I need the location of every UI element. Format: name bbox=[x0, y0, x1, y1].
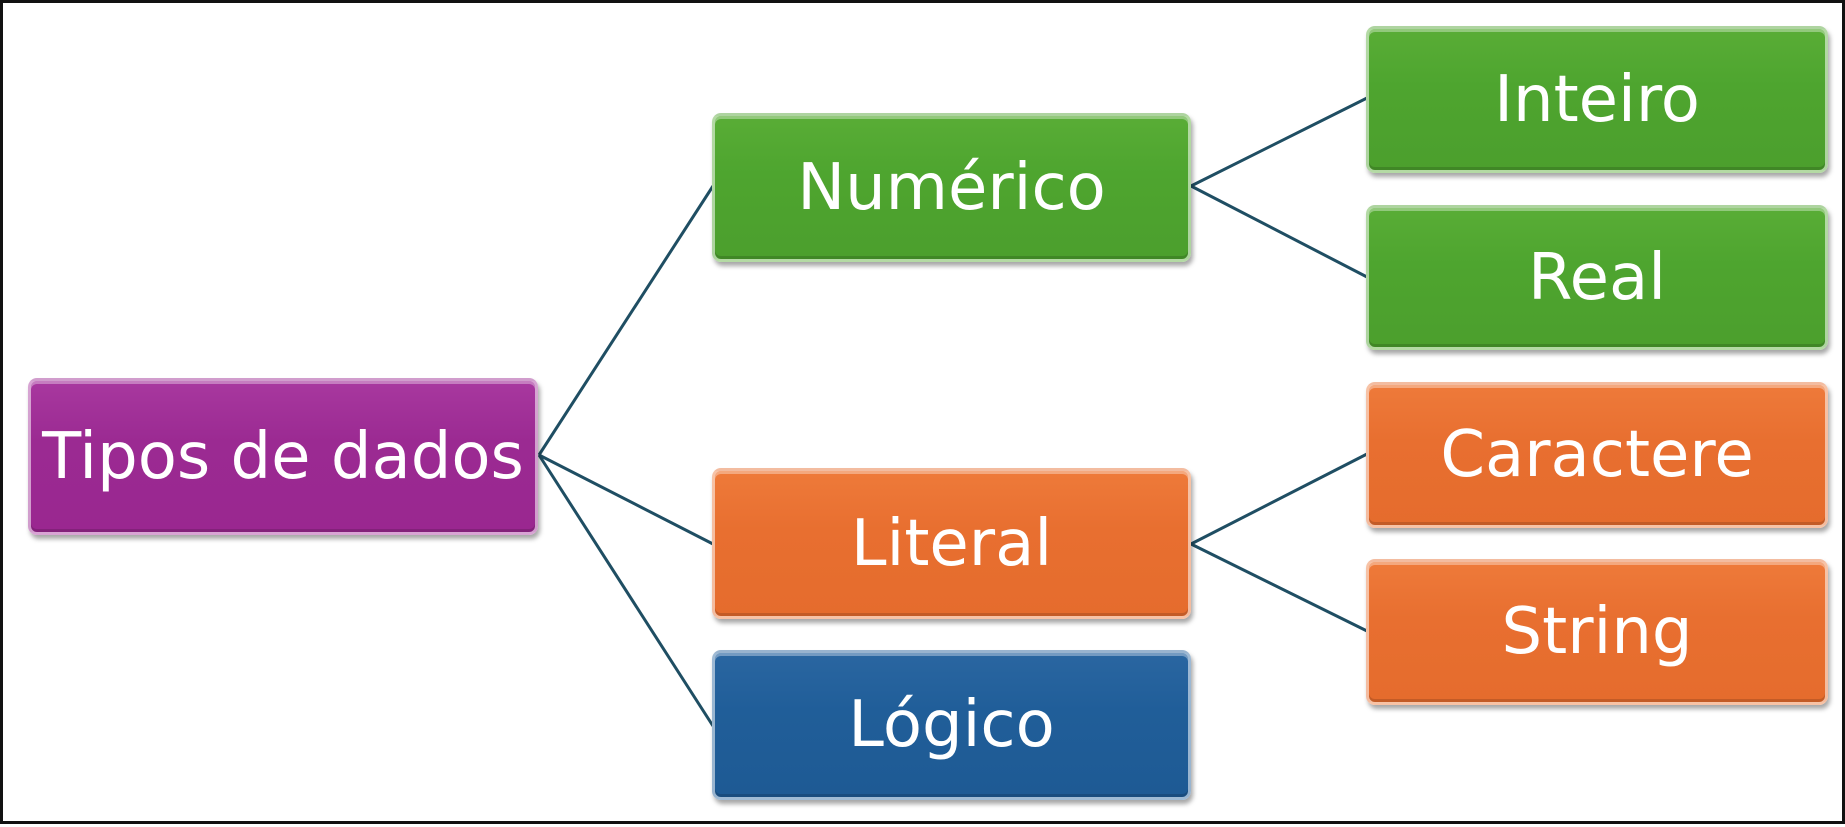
connector-numerico-inteiro bbox=[1190, 96, 1368, 188]
node-label: Literal bbox=[850, 506, 1053, 581]
connector-lines bbox=[537, 96, 1368, 727]
connector-literal-caractere bbox=[1190, 452, 1368, 546]
node-label: Numérico bbox=[797, 150, 1106, 225]
connector-root-numerico bbox=[537, 185, 715, 456]
node-label: Inteiro bbox=[1494, 62, 1700, 137]
node-label: Real bbox=[1528, 240, 1666, 315]
node-tipos-de-dados: Tipos de dados bbox=[28, 378, 538, 535]
node-caractere: Caractere bbox=[1366, 382, 1828, 528]
node-string: String bbox=[1366, 559, 1828, 705]
node-literal: Literal bbox=[712, 468, 1191, 619]
connector-root-logico bbox=[537, 454, 715, 727]
node-numerico: Numérico bbox=[712, 113, 1191, 262]
node-label: String bbox=[1501, 595, 1693, 669]
node-label: Tipos de dados bbox=[42, 419, 524, 494]
node-label: Lógico bbox=[848, 688, 1055, 762]
node-inteiro: Inteiro bbox=[1366, 26, 1828, 173]
connector-literal-string bbox=[1190, 542, 1368, 633]
connector-numerico-real bbox=[1190, 184, 1368, 279]
connector-root-literal bbox=[538, 453, 714, 546]
node-real: Real bbox=[1366, 205, 1828, 350]
node-logico: Lógico bbox=[712, 650, 1191, 800]
node-label: Caractere bbox=[1440, 418, 1754, 492]
